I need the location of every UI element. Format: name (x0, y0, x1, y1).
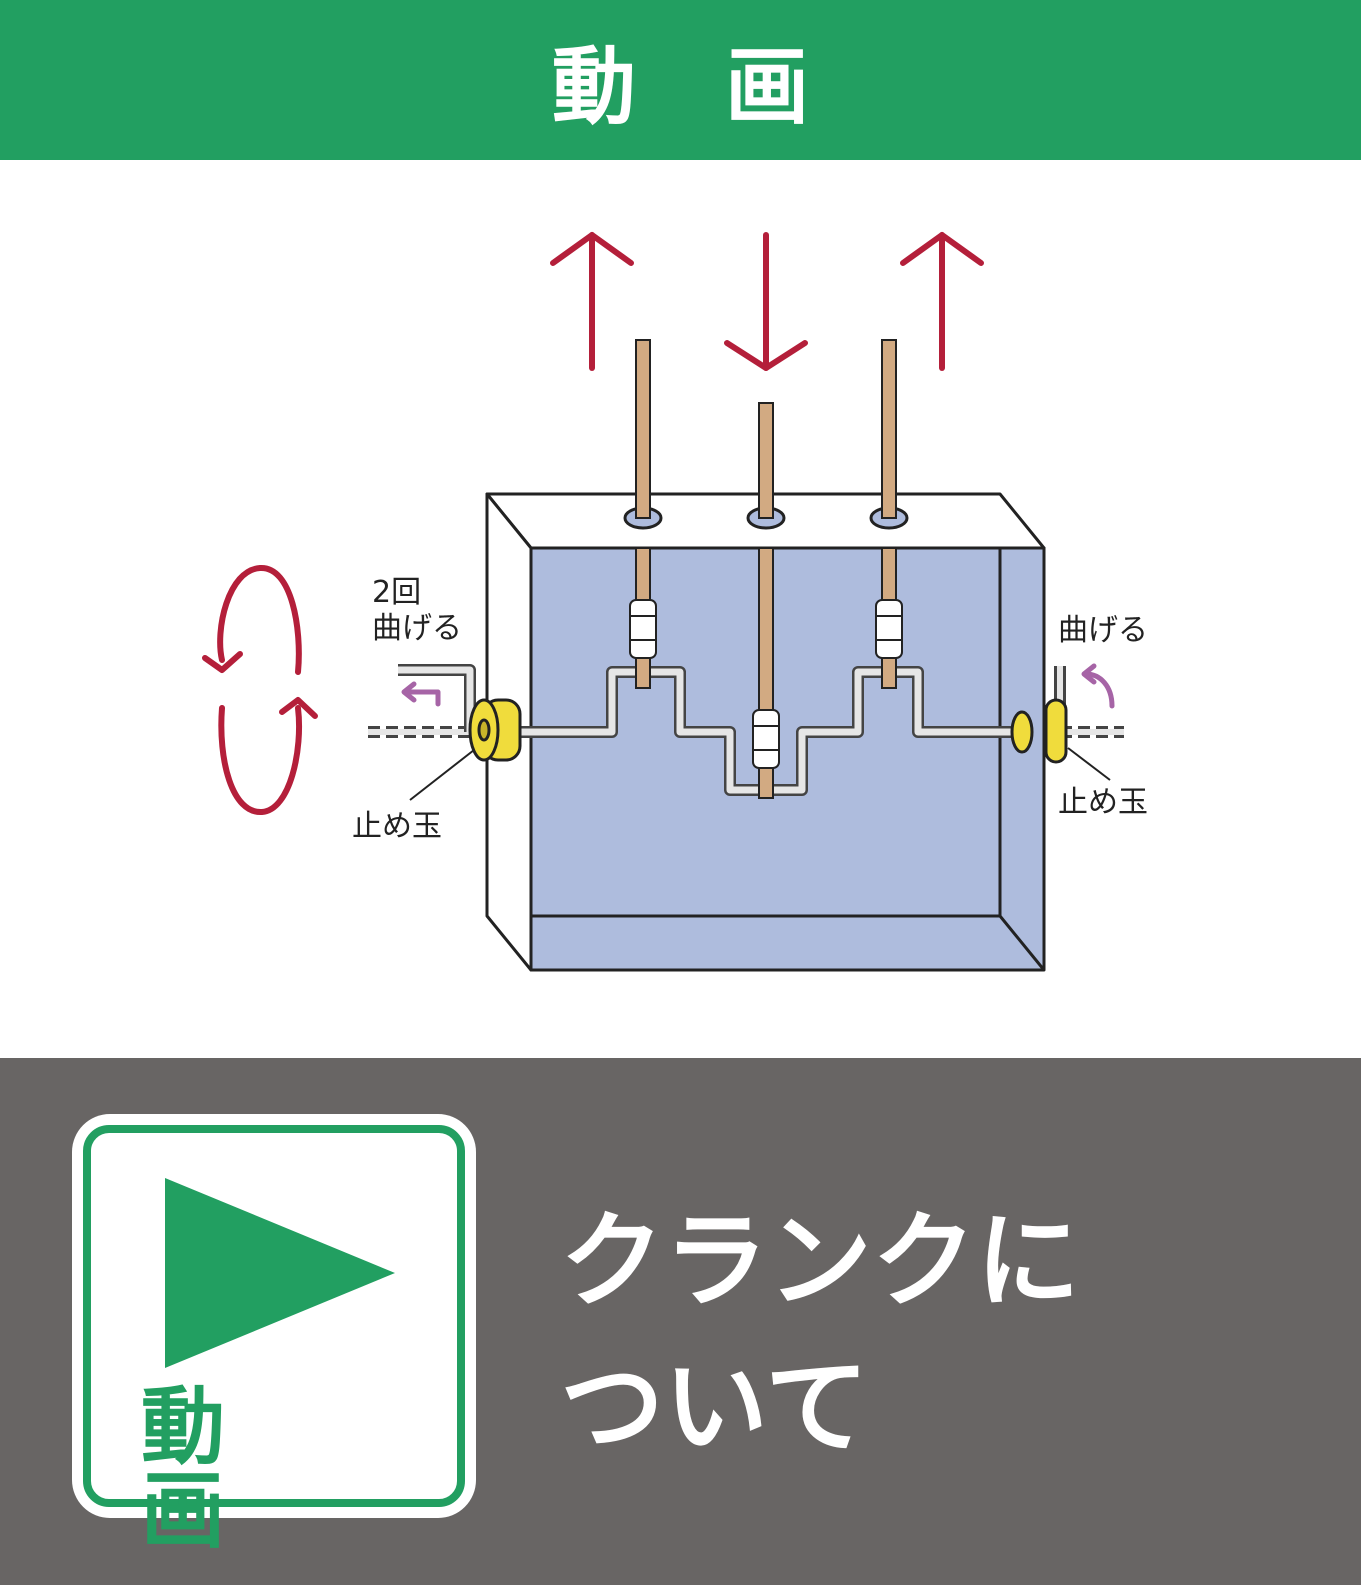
label-bend: 曲げる (1058, 613, 1148, 648)
rod-left (629, 339, 657, 689)
crank-diagram-svg: 2回 曲げる 曲げる 止め玉 止め玉 (202, 232, 1148, 972)
video-caption-line1: クランクに (560, 1200, 1081, 1322)
label-bend-twice-line2: 曲げる (372, 611, 462, 646)
play-video-frame: 動 画 (83, 1125, 465, 1553)
rotation-arrow-icon (202, 564, 318, 815)
video-caption[interactable]: クランクに ついて (560, 1188, 1320, 1480)
label-stopper-right: 止め玉 (1058, 785, 1148, 820)
motion-arrow-down-center (724, 232, 808, 371)
crank-shaft (470, 666, 1020, 796)
rod-center (752, 402, 780, 799)
motion-arrow-up-left (550, 232, 634, 371)
motion-arrow-up-right (900, 232, 984, 371)
label-stopper-left: 止め玉 (352, 809, 442, 844)
shaft-left-outside (368, 664, 476, 738)
play-video-label: 動 画 (141, 1378, 266, 1560)
play-video-button[interactable]: 動 画 (72, 1114, 476, 1553)
label-bend-twice-line1: 2回 (372, 575, 421, 610)
video-caption-line2: ついて (560, 1346, 869, 1468)
bend-arrow-right-icon (1081, 663, 1115, 709)
header-bar: 動 画 (0, 0, 1361, 160)
crank-diagram: 2回 曲げる 曲げる 止め玉 止め玉 (0, 160, 1361, 1058)
header-title: 動 画 (551, 37, 840, 136)
footer-panel: 動 画 クランクに ついて (0, 1058, 1361, 1585)
rod-right (875, 339, 903, 689)
bend-arrow-left-icon (401, 681, 441, 707)
play-icon (165, 1178, 395, 1368)
stopper-right (1010, 698, 1068, 764)
stopper-left (468, 698, 522, 762)
box (485, 492, 1046, 972)
leader-lines (409, 747, 1111, 801)
